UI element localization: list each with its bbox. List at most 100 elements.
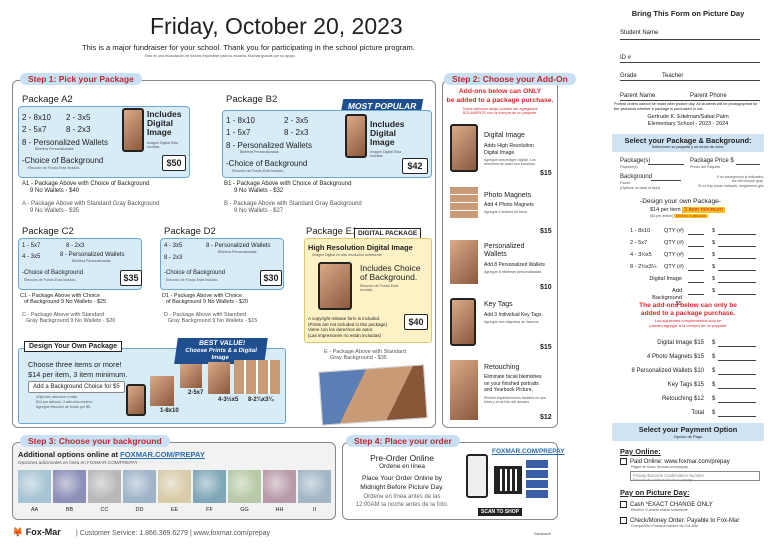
form-dyo-row-label: 4 - 3½x5 xyxy=(630,252,652,258)
pkg-c2-r2b-es: Billetera Personalizadas xyxy=(72,259,111,263)
addon-digital-image-photo xyxy=(450,124,478,172)
pkg-a2-sub2: 9 No Wallets - $40 xyxy=(30,188,80,194)
addon-digital-d2: Digital Image xyxy=(484,150,515,156)
form-dyo-row-dollar: $ xyxy=(712,240,716,246)
background-swatch-label: EE xyxy=(170,507,179,513)
form-pkg-label: Package(s) xyxy=(620,158,651,164)
dyo-background-button[interactable]: Add a Background Choice for $5 xyxy=(28,381,125,393)
step4-label: Step 4: Place your order xyxy=(346,435,460,447)
background-swatch[interactable] xyxy=(123,470,156,503)
form-note: Portrait orders cannot be made after pic… xyxy=(614,102,758,111)
addon-keytags-title: Key Tags xyxy=(484,301,513,308)
form-dyo-row-label: 8 - 2¾x3¼ xyxy=(630,264,657,270)
form-pkgprice-es: Precio del Paquete xyxy=(690,165,721,169)
background-swatch[interactable] xyxy=(88,470,121,503)
background-swatch[interactable] xyxy=(298,470,331,503)
pkg-d2-alt2: Gray Background 9 No Wallets - $15 xyxy=(168,318,258,324)
step4-phone xyxy=(466,454,488,498)
background-swatch[interactable] xyxy=(158,470,191,503)
pkg-e1-title: High Resolution Digital Image xyxy=(308,243,413,252)
pkg-a2-inc-es: Imagen Digital Esta Incluida xyxy=(147,141,179,150)
step3-online-link[interactable]: FOXMAR.COM/PREPAY xyxy=(120,450,205,459)
pkg-c2-alt1: C - Package Above with Standard xyxy=(22,312,105,318)
pkg-e1-price: $40 xyxy=(404,314,428,330)
pkg-b2-r3-es: Billetera Personalizadas xyxy=(240,150,279,154)
pkg-d2-name: Package D2 xyxy=(164,226,216,237)
form-dyo-row-qty: QTY (#) xyxy=(664,264,684,270)
addon-magnets-title: Photo Magnets xyxy=(484,192,532,199)
step3-online-es: Opciones adicionales en línea en FOXMAR.… xyxy=(18,460,138,465)
dyo-lbl1: 1-8x10 xyxy=(160,408,179,414)
paid-online-checkbox[interactable]: Paid Online: www.foxmar.com/prepay xyxy=(620,458,730,466)
background-swatch[interactable] xyxy=(228,470,261,503)
subtitle-es: Esto es una recaudación de fondos import… xyxy=(145,54,296,58)
pkg-b2-box[interactable] xyxy=(222,110,432,178)
background-swatch[interactable] xyxy=(53,470,86,503)
step2-note-es: Todos artículos abajo pueden ser agregad… xyxy=(462,107,538,115)
step4-url[interactable]: FOXMAR.COM/PREPAY xyxy=(492,448,565,455)
form-bg-label: Background xyxy=(620,174,653,180)
pkg-b2-price: $42 xyxy=(402,158,428,174)
footer-code: Sarabach xyxy=(534,531,552,536)
pkg-d2-r4-es: Elección de Fondo Está Incluido. xyxy=(166,278,219,282)
pkg-a2-name: Package A2 xyxy=(22,94,73,105)
footer-url[interactable]: | www.foxmar.com/prepay xyxy=(190,530,271,537)
form-parent-label: Parent Name xyxy=(620,93,656,99)
form-pkgprice-line[interactable] xyxy=(736,164,760,165)
form-student-line[interactable] xyxy=(620,39,760,40)
dyo-lbl4: 8-2¾x3¼ xyxy=(248,397,274,403)
form-addon-row-label: 4 Photo Magnets $15 xyxy=(646,354,704,360)
form-addon-row-dollar: $ xyxy=(712,340,716,346)
pkg-e1-photo-collage xyxy=(318,364,428,426)
dyo-text: Choose three items or more!$14 per item,… xyxy=(28,360,128,379)
check-checkbox[interactable]: Check/Money Order: Payable to Fox-Mar xyxy=(620,517,739,525)
pkg-b2-inc-es: Imagen Digital Esta Incluida xyxy=(370,150,402,159)
form-addon-row-dollar: $ xyxy=(712,410,716,416)
form-pkg-line[interactable] xyxy=(648,164,684,165)
pkg-b2-name: Package B2 xyxy=(226,94,278,105)
qr-code[interactable] xyxy=(494,466,522,494)
form-grade-label: Grade xyxy=(620,73,637,79)
form-dyo-row-dollar: $ xyxy=(712,288,716,294)
pkg-e1-notes: A copyright release form is included.(Pr… xyxy=(308,316,388,338)
dyo-es: ¡Elija tres artículos o más!$14 por artí… xyxy=(36,395,94,409)
background-swatch-label: CC xyxy=(100,507,109,513)
dyo-lbl3: 4-3½x5 xyxy=(218,397,239,403)
pkg-b2-r4: -Choice of Background xyxy=(226,159,308,168)
step1-panel xyxy=(12,80,436,428)
step1-label: Step 1: Pick your Package xyxy=(20,73,142,85)
pkg-d2-price: $30 xyxy=(260,270,282,286)
form-dyo-es: ($4 per article) Mínimo 3 artículos xyxy=(650,214,708,218)
form-addon-row-label: 8 Personalized Wallets $10 xyxy=(631,368,704,374)
pkg-a2-box[interactable] xyxy=(18,106,190,178)
form-bg-line[interactable] xyxy=(651,180,681,181)
cash-checkbox[interactable]: Cash *EXACT CHANGE ONLY xyxy=(620,501,713,509)
pkg-c2-r1b: 8 - 2x3 xyxy=(66,243,85,249)
background-swatch[interactable] xyxy=(263,470,296,503)
step4-preorder-es: Ordene en línea xyxy=(379,463,425,470)
form-dyo-row-label: Digital Image xyxy=(649,276,682,282)
form-dyo-title: -Design your own Package- xyxy=(640,198,721,205)
pkg-d2-r1b: 8 - Personalized Wallets xyxy=(206,243,271,249)
form-bg-note0: (Options on back of flyer) xyxy=(620,186,661,190)
background-swatch[interactable] xyxy=(18,470,51,503)
addon-digital-es: Agregue una imagen digital. Los derechos… xyxy=(484,158,536,167)
background-swatch[interactable] xyxy=(193,470,226,503)
pkg-a2-r3-es: Billetera Personalizadas xyxy=(35,147,74,151)
cash-es: Efectivo *Cambio exacto solamente xyxy=(631,508,688,512)
form-grade-line[interactable] xyxy=(620,80,760,81)
background-swatch-label: DD xyxy=(135,507,144,513)
form-pay-picture-day: Pay on Picture Day: xyxy=(620,488,690,497)
addon-keytags-photo xyxy=(450,298,476,346)
background-swatch-label: FF xyxy=(206,507,213,513)
page-title: Friday, October 20, 2023 xyxy=(150,13,403,39)
form-parent-line[interactable] xyxy=(620,100,760,101)
form-id-line[interactable] xyxy=(620,62,760,63)
pkg-c2-r2b: 8 - Personalized Wallets xyxy=(60,252,125,258)
addon-digital-price: $15 xyxy=(540,170,552,177)
